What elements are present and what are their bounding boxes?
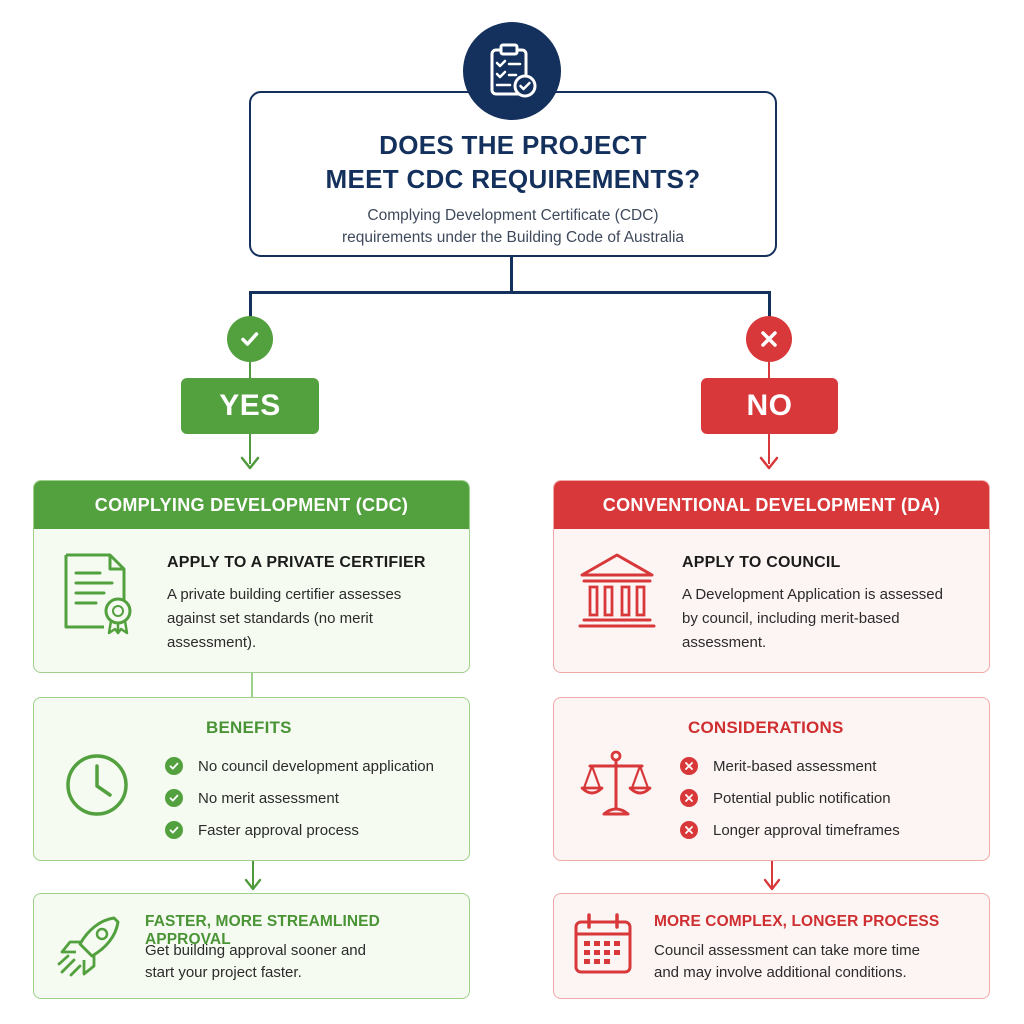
cross-icon [680, 757, 698, 775]
no-panel-header: CONVENTIONAL DEVELOPMENT (DA) [554, 481, 989, 529]
yes-apply-panel: COMPLYING DEVELOPMENT (CDC) APPLY TO A P… [33, 480, 470, 673]
list-item: Potential public notification [680, 789, 891, 807]
no-result-panel: MORE COMPLEX, LONGER PROCESS Council ass… [553, 893, 990, 999]
scales-icon [580, 750, 652, 816]
connector-no-drop [768, 291, 771, 319]
no-result-arrow-head [763, 878, 781, 891]
yes-result-text: Get building approval sooner and start y… [145, 942, 366, 981]
connector-branch-horizontal [249, 291, 771, 294]
connector-yes-label-to-panel [249, 434, 251, 464]
clock-icon [66, 754, 128, 816]
check-icon [227, 316, 273, 362]
question-subtitle: Complying Development Certificate (CDC) … [341, 207, 685, 246]
calendar-icon [574, 913, 632, 974]
no-arrow-head [759, 456, 779, 470]
list-item: No merit assessment [165, 789, 339, 807]
list-item: Longer approval timeframes [680, 821, 900, 839]
cross-icon [680, 821, 698, 839]
yes-label: YES [181, 378, 319, 434]
yes-result-title: FASTER, MORE STREAMLINED APPROVAL [145, 913, 380, 948]
connector-no-considerations-to-result [771, 861, 773, 887]
connector-yes-drop [249, 291, 252, 319]
yes-panel-header: COMPLYING DEVELOPMENT (CDC) [34, 481, 469, 529]
no-considerations-title: CONSIDERATIONS [688, 718, 844, 737]
list-item: Faster approval process [165, 821, 359, 839]
list-item: No council development application [165, 757, 434, 775]
cross-icon [680, 789, 698, 807]
council-building-icon [578, 553, 656, 628]
check-icon [165, 821, 183, 839]
no-considerations-panel: CONSIDERATIONS Merit-based assessment Po… [553, 697, 990, 861]
list-item: Merit-based assessment [680, 757, 876, 775]
no-apply-title: APPLY TO COUNCIL [682, 554, 841, 571]
connector-yes-check-to-label [249, 362, 251, 380]
connector-no-cross-to-label [768, 362, 770, 380]
no-result-text: Council assessment can take more time an… [654, 942, 920, 981]
clipboard-check-icon [463, 22, 561, 120]
yes-result-panel: FASTER, MORE STREAMLINED APPROVAL Get bu… [33, 893, 470, 999]
connector-question-stem [510, 257, 513, 293]
check-icon [165, 757, 183, 775]
no-apply-panel: CONVENTIONAL DEVELOPMENT (DA) APPLY TO C… [553, 480, 990, 673]
question-title: DOES THE PROJECT MEET CDC REQUIREMENTS? [325, 130, 701, 194]
rocket-icon [57, 916, 120, 977]
certificate-icon [64, 553, 132, 635]
yes-benefits-panel: BENEFITS No council development applicat… [33, 697, 470, 861]
yes-apply-title: APPLY TO A PRIVATE CERTIFIER [167, 554, 426, 571]
connector-yes-apply-to-benefits [251, 673, 253, 697]
yes-benefits-title: BENEFITS [206, 718, 292, 737]
connector-yes-benefits-to-result [252, 861, 254, 887]
yes-arrow-head [240, 456, 260, 470]
no-result-title: MORE COMPLEX, LONGER PROCESS [654, 913, 940, 930]
no-label: NO [701, 378, 838, 434]
yes-apply-text: A private building certifier assesses ag… [167, 586, 402, 651]
check-icon [165, 789, 183, 807]
no-apply-text: A Development Application is assessed by… [682, 586, 943, 651]
connector-no-label-to-panel [768, 434, 770, 464]
cross-icon [746, 316, 792, 362]
yes-result-arrow-head [244, 878, 262, 891]
